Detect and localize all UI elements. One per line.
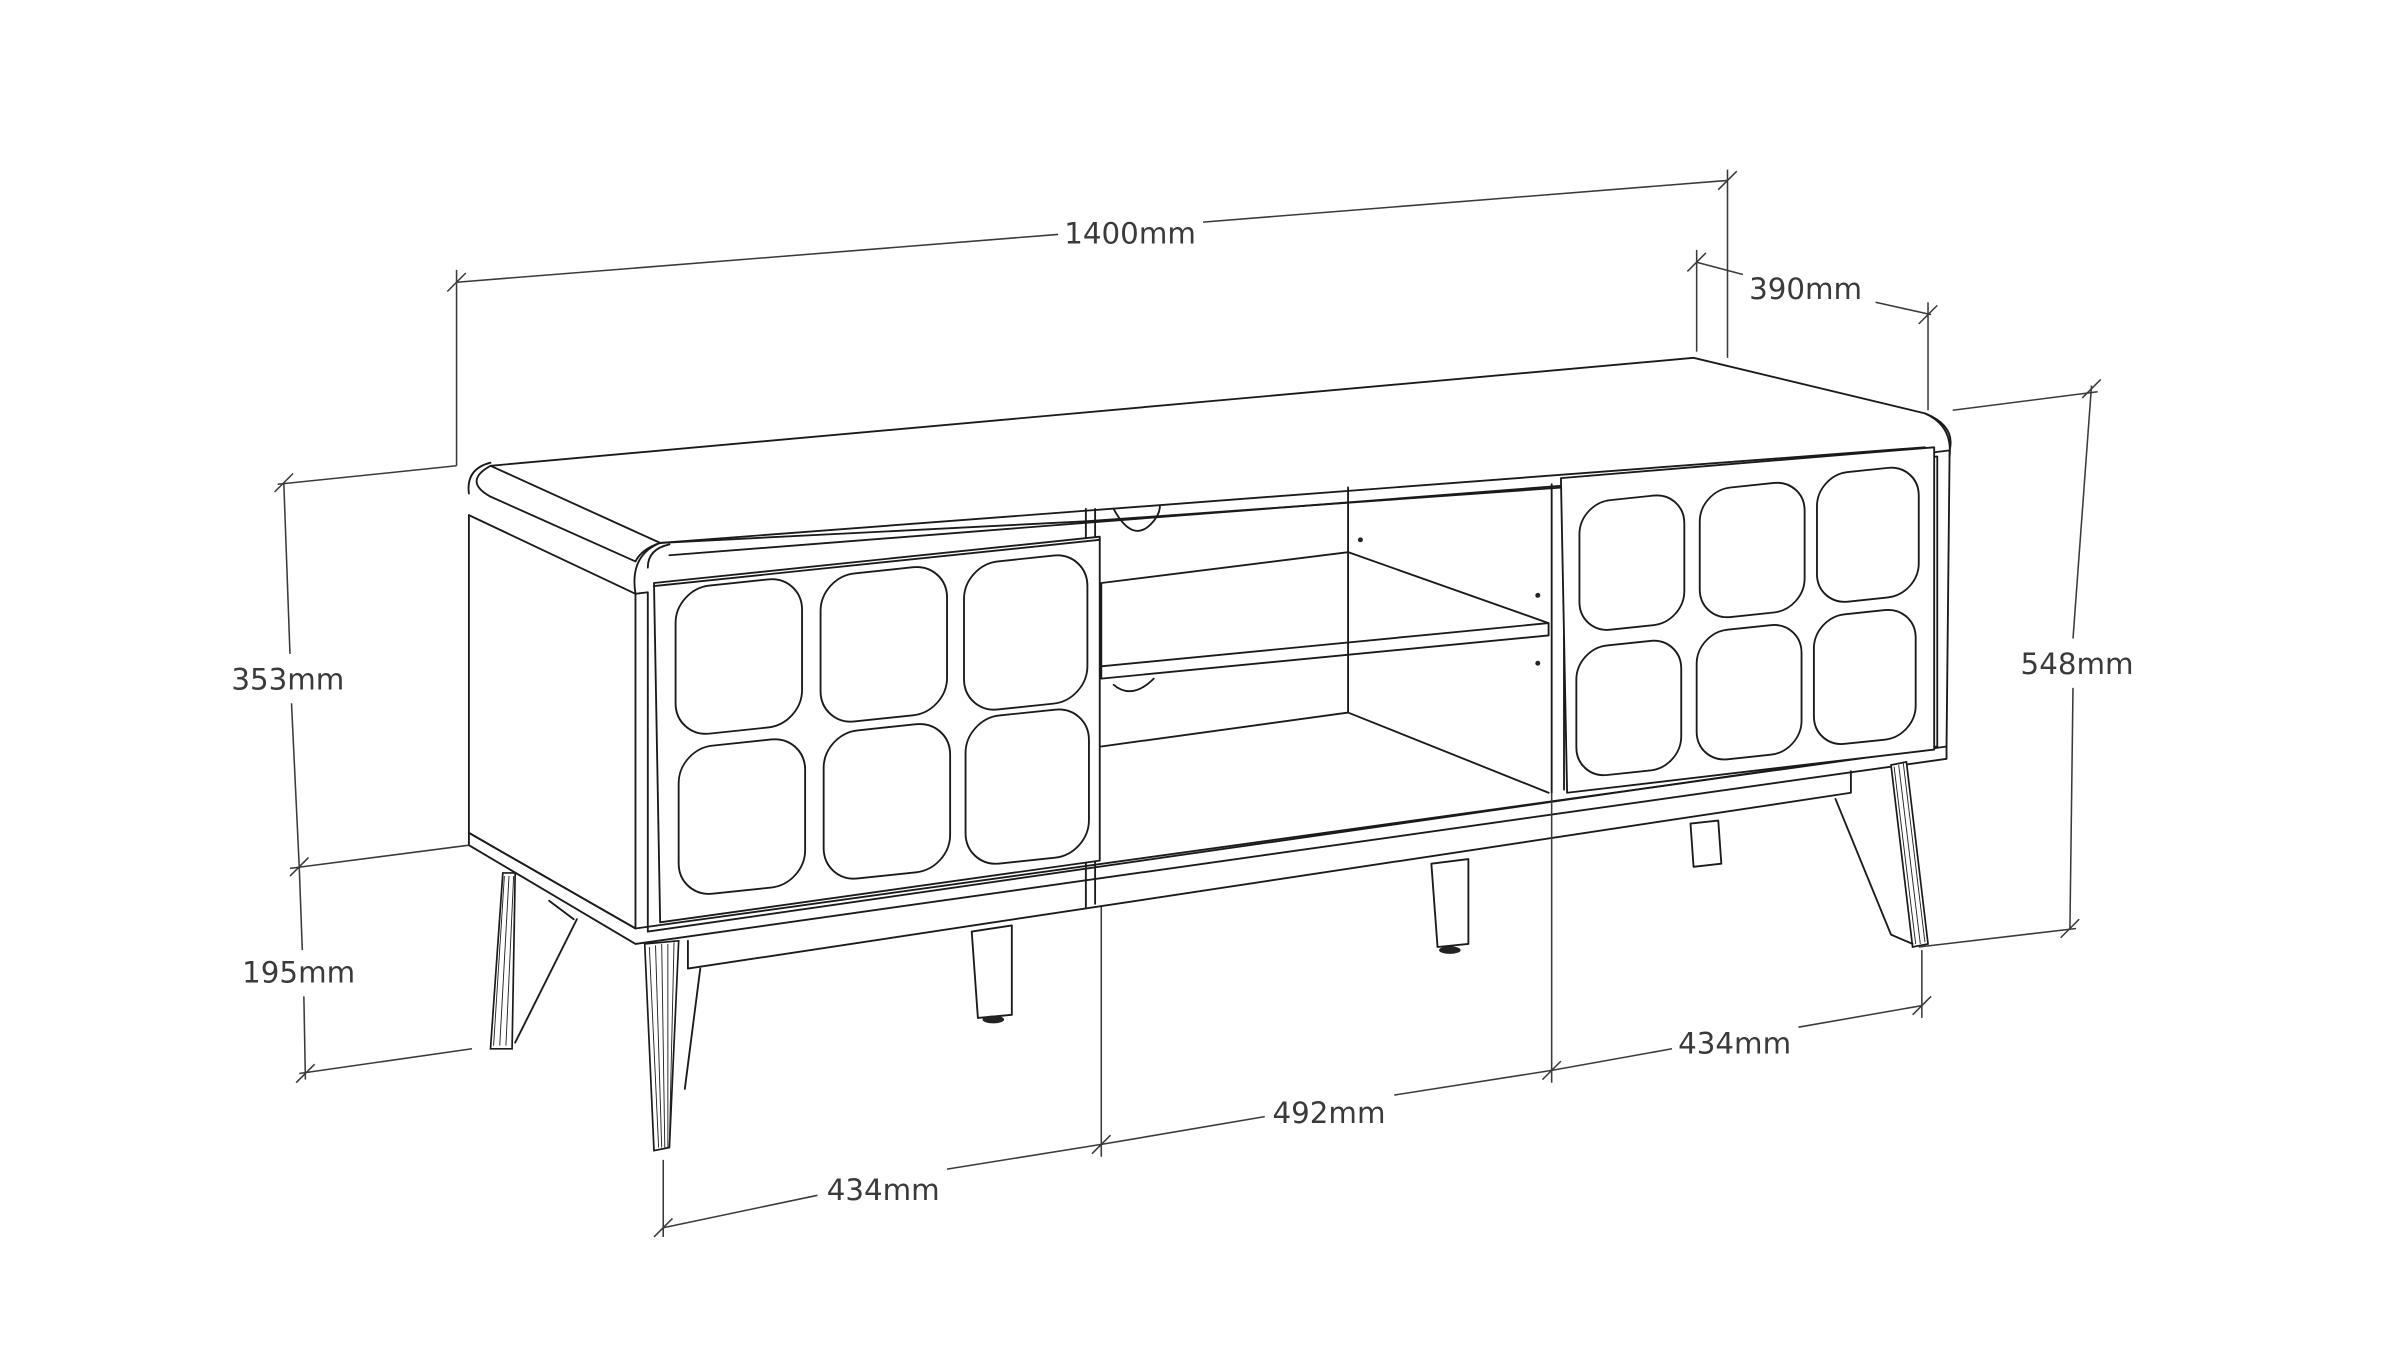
shelf-pin-dot	[1535, 660, 1541, 666]
left-front-edge	[634, 591, 649, 933]
left-door	[653, 535, 1101, 924]
dim-line-leg-height	[298, 866, 304, 951]
rear-left-leg-back-edge	[514, 918, 578, 1044]
door-panel-recess	[1816, 466, 1920, 603]
label-depth: 390mm	[1749, 272, 1862, 306]
top-front-edge	[659, 446, 1926, 544]
left-door-top-edge	[653, 538, 1101, 588]
door-panel-recess	[819, 566, 948, 723]
dim-line-width	[456, 233, 1059, 284]
center-support-leg-front	[970, 924, 1013, 1019]
dim-line-left-door	[946, 1143, 1102, 1170]
door-panel-recess	[1812, 608, 1917, 745]
dim-line-height	[2072, 385, 2093, 639]
shelf-pin-dot	[1357, 537, 1363, 543]
middle-shelf-edge	[1100, 622, 1550, 680]
dim-line-right-door	[1798, 1004, 1922, 1028]
dim-line-body-height	[283, 482, 291, 654]
label-right-door-width: 434mm	[1678, 1026, 1791, 1060]
label-overall-width: 1400mm	[1064, 217, 1196, 251]
legs	[489, 760, 1929, 1152]
extension-line	[1918, 927, 2077, 948]
rear-right-leg	[1689, 819, 1723, 868]
dimension-lines	[274, 169, 2102, 1238]
door-panel-recess	[1578, 494, 1686, 631]
label-body-height: 353mm	[231, 662, 344, 696]
bottom-panel	[1100, 711, 1550, 794]
top-left-side-upper	[489, 464, 662, 544]
open-shelf-compartment	[1084, 483, 1565, 908]
cable-hole-shelf	[1112, 677, 1155, 693]
door-panel-recess	[677, 738, 807, 895]
top-front-left-round-inner	[646, 543, 671, 569]
door-panel-recess	[822, 723, 952, 880]
dim-line-body-height	[290, 703, 300, 867]
dim-line-depth	[1696, 261, 1744, 276]
front-left-leg-back-edge	[683, 967, 702, 1090]
label-leg-height: 195mm	[242, 955, 355, 989]
cabinet-body	[467, 356, 1952, 970]
dim-line-width	[1203, 179, 1728, 223]
right-door	[1559, 446, 1936, 794]
dim-line-height	[2069, 687, 2074, 929]
dimension-labels: 1400mm 390mm 548mm 353mm 195mm 434mm 492…	[231, 217, 2133, 1207]
top-left-rounded-corner	[467, 461, 492, 495]
dim-line-middle	[1101, 1115, 1265, 1146]
right-door-panel	[1559, 446, 1936, 794]
extension-line	[1952, 390, 2098, 412]
label-overall-height: 548mm	[2021, 647, 2134, 681]
middle-shelf	[1100, 551, 1550, 668]
dim-line-leg-height	[303, 996, 307, 1080]
left-side-panel	[467, 514, 637, 930]
label-left-door-width: 434mm	[827, 1173, 940, 1207]
extension-line	[277, 465, 457, 486]
top-front-left-round	[633, 541, 662, 595]
rear-left-leg	[489, 872, 517, 1050]
shelf-pin-dot	[1535, 592, 1541, 598]
rear-left-leg-bracket	[548, 899, 575, 921]
front-right-leg-back-edge	[1834, 798, 1914, 945]
center-support-leg-back	[1430, 858, 1470, 948]
dim-line-right-door	[1551, 1048, 1673, 1072]
left-door-panel	[653, 535, 1101, 924]
door-panel-recess	[1698, 481, 1806, 619]
extension-line	[289, 844, 469, 870]
door-panel-recess	[674, 578, 803, 735]
dim-line-depth	[1875, 301, 1932, 316]
dim-line-left-door	[663, 1194, 818, 1229]
leveling-foot	[982, 1015, 1005, 1024]
door-panel-recess	[964, 708, 1090, 865]
extension-line	[299, 1048, 473, 1075]
apron-rail	[686, 770, 1852, 970]
door-panel-recess	[1695, 624, 1803, 761]
leveling-foot	[1439, 946, 1461, 954]
base-top-line	[646, 745, 1939, 933]
dim-line-middle	[1394, 1069, 1552, 1096]
top-left-side-edge	[467, 514, 637, 595]
cable-hole-top	[1112, 504, 1161, 532]
right-side-edge	[1945, 449, 1951, 748]
door-panel-recess	[1575, 639, 1683, 777]
door-panel-recess	[963, 554, 1089, 711]
label-middle-width: 492mm	[1272, 1096, 1385, 1130]
